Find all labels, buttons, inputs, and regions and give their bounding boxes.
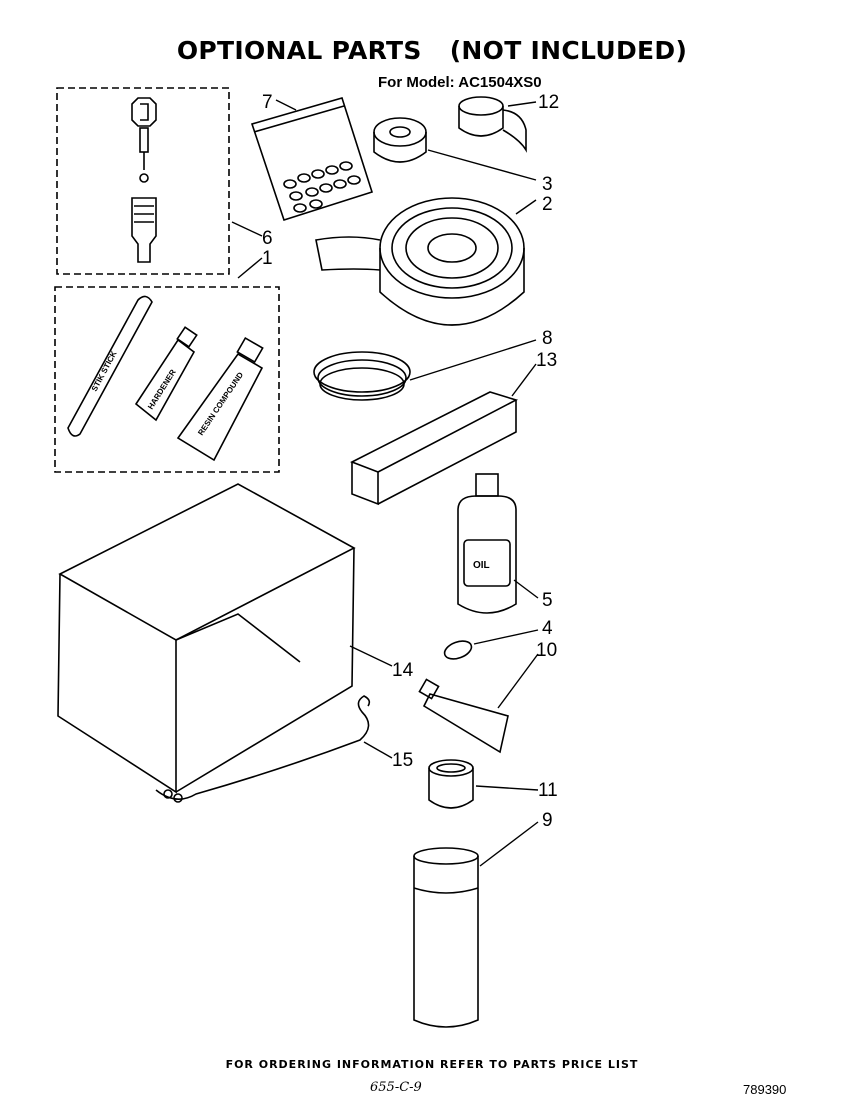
callout-3: 3 xyxy=(542,174,553,195)
part-12-tape-roll-icon xyxy=(458,96,527,153)
part-8-wire-coil-icon xyxy=(313,351,411,401)
oil-label: OIL xyxy=(473,560,490,571)
callout-11: 11 xyxy=(538,780,558,801)
part-14-cover-icon xyxy=(57,483,356,794)
part-15-cord-icon xyxy=(155,695,371,803)
title-not-included: (NOT INCLUDED) xyxy=(449,36,688,65)
resin-label: RESIN COMPOUND xyxy=(196,370,245,437)
leader-2 xyxy=(515,199,537,215)
document-number: 789390 xyxy=(743,1082,787,1097)
callout-1: 1 xyxy=(262,248,273,269)
callout-4: 4 xyxy=(542,618,553,639)
leader-7 xyxy=(275,99,297,111)
leader-1 xyxy=(237,257,263,279)
leader-13 xyxy=(511,363,537,397)
part-1-hardener-tube-icon xyxy=(134,326,198,422)
part-5-oil-bottle-icon xyxy=(457,473,517,614)
part-6-valve-icon xyxy=(131,97,157,263)
model-line: For Model: AC1504XS0 xyxy=(378,74,542,91)
catalog-code: 655-C-9 xyxy=(370,1080,422,1095)
callout-14: 14 xyxy=(392,660,414,681)
callout-6: 6 xyxy=(262,228,273,249)
page-title: OPTIONAL PARTS (NOT INCLUDED) xyxy=(0,36,864,65)
leader-14 xyxy=(349,645,393,667)
part-1-dashed-box xyxy=(54,286,280,473)
leader-11 xyxy=(475,785,539,791)
callout-9: 9 xyxy=(542,810,553,831)
callout-5: 5 xyxy=(542,590,553,611)
part-11-can-icon xyxy=(428,759,474,809)
part-10-tube-icon xyxy=(418,678,509,754)
callout-10: 10 xyxy=(536,640,557,661)
part-6-dashed-box xyxy=(56,87,230,275)
part-4-drier-icon xyxy=(443,640,473,660)
leader-5 xyxy=(513,579,539,599)
leader-6 xyxy=(231,221,263,237)
callout-15: 15 xyxy=(392,750,413,771)
part-1-resin-tube-icon xyxy=(176,336,264,462)
callout-12: 12 xyxy=(538,92,559,113)
part-1-stick-icon xyxy=(67,295,153,437)
part-13-foam-block-icon xyxy=(350,391,519,506)
callout-8: 8 xyxy=(542,328,553,349)
part-9-aerosol-can-icon xyxy=(413,847,479,1028)
part-7-bag-icon xyxy=(250,97,374,222)
ordering-info: FOR ORDERING INFORMATION REFER TO PARTS … xyxy=(225,1058,639,1071)
title-optional-parts: OPTIONAL PARTS xyxy=(176,36,422,65)
leader-3 xyxy=(427,149,537,181)
callout-2: 2 xyxy=(542,194,553,215)
leader-9 xyxy=(479,821,539,867)
part-3-foam-tape-icon xyxy=(373,117,427,163)
leader-8 xyxy=(409,339,537,381)
callout-13: 13 xyxy=(536,350,557,371)
part-2-large-tape-roll-icon xyxy=(315,197,525,326)
leader-4 xyxy=(473,629,539,645)
leader-10 xyxy=(497,653,539,709)
leader-15 xyxy=(363,741,393,759)
leader-12 xyxy=(507,101,537,107)
callout-7: 7 xyxy=(262,92,273,113)
leader-lines xyxy=(231,99,539,867)
